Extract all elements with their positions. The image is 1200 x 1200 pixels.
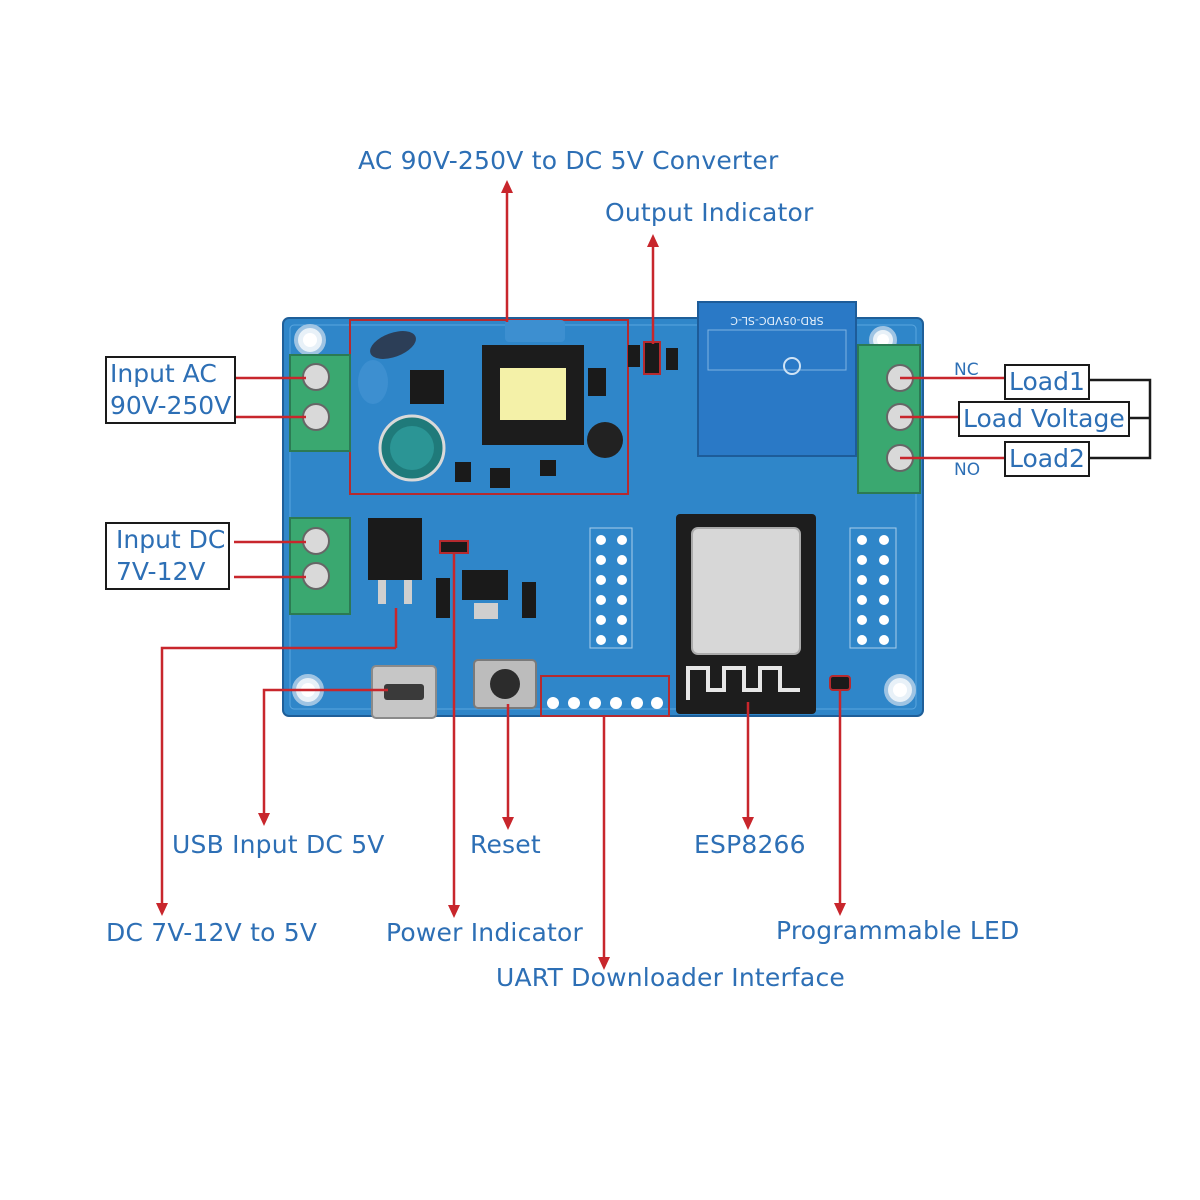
load-connector-lines — [1090, 378, 1152, 460]
input-dc-line1: Input DC — [116, 525, 226, 554]
callout-reset: Reset — [470, 830, 541, 859]
capacitor-icon — [358, 331, 416, 404]
callout-esp8266: ESP8266 — [694, 830, 806, 859]
load1-box: Load1 — [1004, 364, 1090, 400]
input-ac-line1: Input AC — [110, 359, 217, 388]
output-indicator-led — [643, 341, 661, 375]
load2-box: Load2 — [1004, 441, 1090, 477]
mounting-hole-icon — [884, 674, 916, 706]
no-label: NO — [954, 460, 981, 480]
callout-uart: UART Downloader Interface — [496, 963, 845, 992]
callout-usb-input: USB Input DC 5V — [172, 830, 385, 859]
relay-model-text: SRD-05VDC-SL-C — [730, 314, 824, 327]
pin-header-icon — [589, 527, 633, 649]
relay-icon: SRD-05VDC-SL-C — [697, 301, 857, 457]
esp8266-module-icon — [676, 514, 816, 714]
terminal-block-icon — [289, 517, 351, 615]
callout-power-indicator: Power Indicator — [386, 918, 584, 947]
input-ac-line2: 90V-250V — [110, 391, 232, 420]
load-voltage-box: Load Voltage — [958, 401, 1130, 437]
input-ac-box: Input AC 90V-250V — [105, 356, 237, 424]
terminal-block-icon — [857, 344, 921, 494]
input-dc-box: Input DC 7V-12V — [105, 522, 231, 590]
programmable-led — [829, 675, 851, 691]
power-indicator-led — [439, 540, 469, 554]
pointer-lines — [160, 190, 1004, 960]
callout-output-indicator: Output Indicator — [605, 198, 814, 227]
input-dc-line2: 7V-12V — [116, 557, 206, 586]
pin-header-icon — [849, 527, 897, 649]
terminal-block-icon — [289, 354, 351, 452]
callout-dc-converter: DC 7V-12V to 5V — [106, 918, 318, 947]
capacitor-icon — [378, 414, 446, 482]
reset-button-icon — [473, 659, 537, 709]
callout-programmable-led: Programmable LED — [776, 916, 1020, 945]
transformer-icon — [482, 320, 584, 445]
nc-label: NC — [954, 360, 979, 380]
mounting-hole-icon — [294, 324, 326, 356]
pointer-arrowheads — [156, 180, 846, 970]
dc-regulator — [368, 518, 422, 580]
callout-ac-converter: AC 90V-250V to DC 5V Converter — [358, 146, 779, 175]
capacitor-icon — [587, 422, 623, 458]
usb-port-icon — [371, 665, 437, 719]
